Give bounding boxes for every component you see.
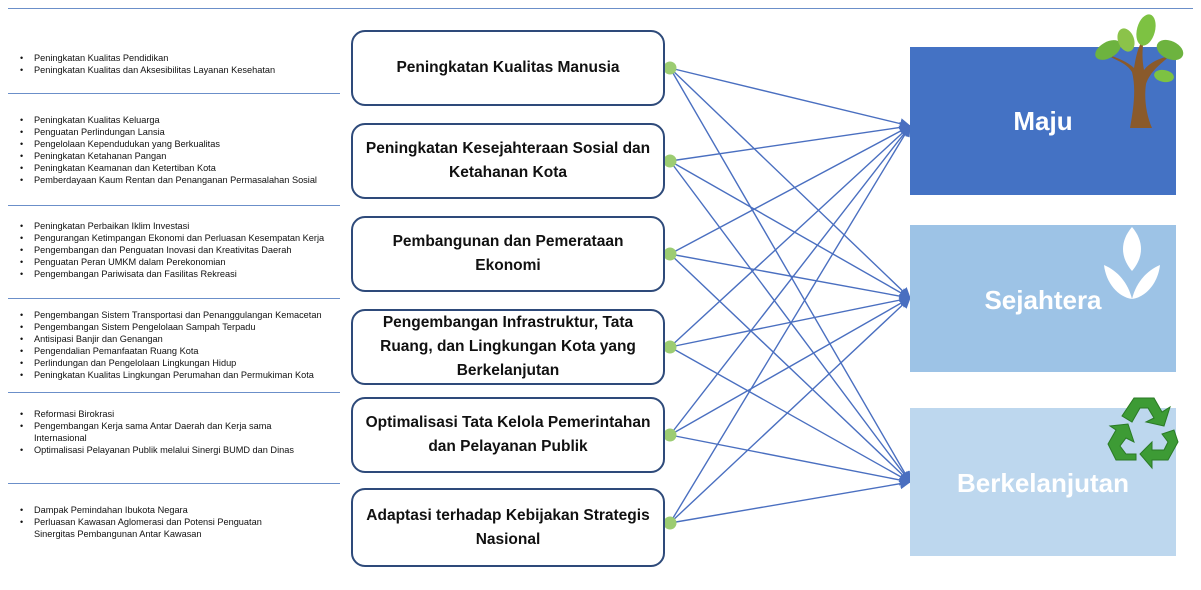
group-divider [8,298,340,299]
arrow-line [669,67,911,483]
arrow-line [669,294,912,348]
list-item: Peningkatan Kualitas Keluarga [20,115,340,127]
top-divider [8,8,1193,9]
arrow-group [669,67,912,524]
pillar-label: Pengembangan Infrastruktur, Tata Ruang, … [380,314,636,379]
arrow-line [669,478,912,524]
arrow-line [669,67,912,130]
bullet-group-1: Peningkatan Kualitas Pendidikan Peningka… [8,53,340,77]
bullet-group-6: Dampak Pemindahan Ibukota Negara Perluas… [8,505,340,541]
arrow-line [669,67,911,299]
list-item: Pengembangan Sistem Pengelolaan Sampah T… [20,322,340,334]
bullet-group-3: Peningkatan Perbaikan Iklim Investasi Pe… [8,221,340,281]
arrow-line [669,434,912,486]
arrow-line [669,346,911,483]
arrow-line [669,121,912,162]
arrow-line [669,253,911,483]
pillar-box-1: Peningkatan Kualitas Manusia [351,30,665,106]
connector-node [663,247,677,261]
list-item: Peningkatan Kualitas Pendidikan [20,53,340,65]
connector-node [663,61,677,75]
arrow-line [669,125,911,436]
pillar-label: Optimalisasi Tata Kelola Pemerintahan da… [365,414,651,455]
arrow-line [669,125,911,255]
list-item: Pengembangan dan Penguatan Inovasi dan K… [20,245,340,257]
outcome-berkelanjutan: Berkelanjutan [910,408,1176,556]
pillar-label: Pembangunan dan Pemerataan Ekonomi [392,233,624,274]
list-item: Peningkatan Kualitas Lingkungan Perumaha… [20,370,340,382]
group-divider [8,483,340,484]
list-item: Pengembangan Kerja sama Antar Daerah dan… [20,421,304,445]
recycle-icon [1107,397,1179,470]
outcome-label: Berkelanjutan [957,467,1129,498]
list-item: Pengelolaan Kependudukan yang Berkualita… [20,139,340,151]
pillar-label: Peningkatan Kesejahteraan Sosial dan Ket… [365,140,651,181]
arrow-line [669,253,912,302]
pillar-box-3: Pembangunan dan Pemerataan Ekonomi [351,216,665,292]
arrow-line [669,125,911,524]
list-item: Perluasan Kawasan Aglomerasi dan Potensi… [20,517,294,541]
list-item: Pemberdayaan Kaum Rentan dan Penanganan … [20,175,340,187]
connector-node [663,516,677,530]
arrow-line [669,297,911,524]
list-item: Peningkatan Ketahanan Pangan [20,151,340,163]
tree-icon [1095,14,1184,128]
pillar-box-4: Pengembangan Infrastruktur, Tata Ruang, … [351,309,665,385]
group-divider [8,205,340,206]
list-item: Peningkatan Keamanan dan Ketertiban Kota [20,163,340,175]
list-item: Pengendalian Pemanfaatan Ruang Kota [20,346,340,358]
group-divider [8,93,340,94]
list-item: Perlindungan dan Pengelolaan Lingkungan … [20,358,340,370]
outcome-label: Maju [1013,105,1073,136]
list-item: Dampak Pemindahan Ibukota Negara [20,505,294,517]
list-item: Pengembangan Pariwisata dan Fasilitas Re… [20,269,340,281]
list-item: Pengembangan Sistem Transportasi dan Pen… [20,310,340,322]
bullet-group-5: Reformasi Birokrasi Pengembangan Kerja s… [8,409,340,457]
list-item: Reformasi Birokrasi [20,409,304,421]
list-item: Penguatan Perlindungan Lansia [20,127,340,139]
bullet-group-4: Pengembangan Sistem Transportasi dan Pen… [8,310,340,381]
leaves-icon [1104,227,1160,299]
arrow-line [669,297,911,436]
list-item: Penguatan Peran UMKM dalam Perekonomian [20,257,340,269]
arrow-line [669,160,911,483]
pillar-label: Adaptasi terhadap Kebijakan Strategis Na… [366,506,650,548]
pillar-label: Peningkatan Kualitas Manusia [396,59,620,76]
outcome-label: Sejahtera [984,285,1102,315]
pillar-box-5: Optimalisasi Tata Kelola Pemerintahan da… [351,397,665,473]
arrow-line [669,160,911,299]
connector-node [663,428,677,442]
bullet-group-2: Peningkatan Kualitas Keluarga Penguatan … [8,115,340,186]
list-item: Pengurangan Ketimpangan Ekonomi dan Perl… [20,233,340,245]
group-divider [8,392,340,393]
connector-node [663,154,677,168]
list-item: Optimalisasi Pelayanan Publik melalui Si… [20,445,304,457]
list-item: Peningkatan Kualitas dan Aksesibilitas L… [20,65,340,77]
connector-node [663,340,677,354]
arrow-line [669,125,911,348]
pillar-box-2: Peningkatan Kesejahteraan Sosial dan Ket… [351,123,665,199]
list-item: Peningkatan Perbaikan Iklim Investasi [20,221,340,233]
list-item: Antisipasi Banjir dan Genangan [20,334,340,346]
pillar-box-6: Adaptasi terhadap Kebijakan Strategis Na… [351,488,665,567]
